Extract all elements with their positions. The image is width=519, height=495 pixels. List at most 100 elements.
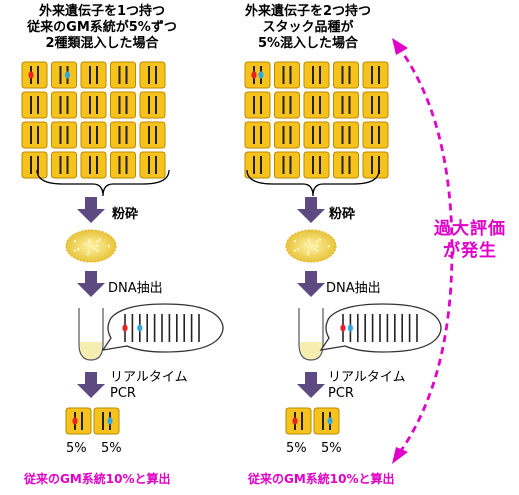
powder-grain [306, 252, 310, 256]
powder-grain [327, 244, 331, 248]
grouping-brace [246, 169, 380, 197]
left-dna-extraction-label: DNA抽出 [108, 281, 163, 296]
kernel-body [139, 121, 166, 149]
kernel-body [51, 61, 77, 89]
powder-grain [307, 250, 310, 254]
kernel-body [93, 407, 120, 435]
corn-kernel [51, 121, 77, 149]
corn-kernel [303, 151, 330, 179]
corn-kernel [80, 91, 107, 119]
dna-speech-bubble [319, 303, 442, 353]
corn-kernel [139, 151, 166, 179]
kernel-body [333, 151, 359, 179]
kernel-body [51, 91, 77, 119]
kernel-body [333, 121, 359, 149]
corn-kernel [244, 91, 271, 119]
kernel-body [139, 151, 166, 179]
corn-kernel [333, 121, 359, 149]
dna-speech-bubble [101, 303, 224, 353]
corn-kernel [51, 151, 77, 179]
kernel-body [303, 121, 330, 149]
corn-kernel [51, 91, 77, 119]
blue-gene-marker [64, 71, 71, 79]
powder-grain [297, 248, 300, 251]
kernel-body [333, 61, 359, 89]
flow-graphics [36, 38, 454, 464]
corn-kernel [110, 151, 136, 179]
grouping-brace [36, 169, 170, 197]
kernel-body [244, 121, 271, 149]
kernel-body [244, 61, 271, 89]
red-gene-marker [340, 324, 346, 332]
right-pct-b: 5% [321, 441, 342, 456]
kernel-body [244, 91, 271, 119]
powder-grain [86, 252, 90, 256]
powder-grain [293, 239, 297, 243]
corn-kernel [244, 121, 271, 149]
right-dna-extraction-label: DNA抽出 [326, 281, 381, 296]
corn-kernel [21, 91, 48, 119]
right-grind-label: 粉砕 [329, 207, 356, 222]
corn-kernel [362, 121, 389, 149]
left-title-line-1: 外来遺伝子を1つ持つ [38, 4, 166, 19]
corn-kernel [139, 61, 166, 89]
process-down-arrow [297, 372, 325, 398]
corn-kernel [333, 151, 359, 179]
left-grind-label: 粉砕 [112, 207, 139, 222]
powder-grain [87, 250, 90, 254]
corn-kernel [51, 61, 77, 89]
left-pct-b: 5% [101, 441, 122, 456]
blue-gene-marker [347, 324, 353, 332]
red-gene-marker [122, 324, 128, 332]
powder-grain [313, 247, 316, 251]
right-result-text: 従来のGM系統10%と算出 [248, 472, 395, 486]
powder-grain [318, 238, 322, 241]
powder-grain [316, 240, 319, 243]
tube-liquid [80, 342, 102, 359]
red-gene-marker [251, 71, 257, 79]
right-kernel-grid [244, 61, 389, 179]
kernel-body [139, 91, 166, 119]
corn-kernel [139, 121, 166, 149]
kernel-body [303, 61, 330, 89]
kernel-body [303, 91, 330, 119]
corn-kernel [362, 91, 389, 119]
kernel-body [274, 91, 300, 119]
kernel-body [80, 151, 107, 179]
corn-kernel [244, 61, 271, 89]
blue-gene-marker [137, 324, 143, 332]
process-down-arrow [297, 197, 325, 223]
corn-kernel [21, 61, 48, 89]
kernel-body [21, 91, 48, 119]
overestimate-line-2: が発生 [443, 241, 497, 261]
corn-kernel [333, 91, 359, 119]
right-title-line-3: 5%混入した場合 [257, 36, 359, 51]
kernel-body [333, 91, 359, 119]
corn-kernel [362, 151, 389, 179]
right-pct-a: 5% [286, 441, 307, 456]
corn-kernel [80, 121, 107, 149]
arrowhead-top [392, 38, 408, 55]
kernel-body [21, 121, 48, 149]
powder-grain [93, 247, 96, 251]
corn-kernel [303, 61, 330, 89]
kernel-body [362, 61, 389, 89]
overestimate-line-1: 過大評価 [434, 219, 506, 239]
right-pcr-line-2: PCR [328, 386, 354, 401]
powder-grain [73, 249, 76, 252]
right-panel-title: 外来遺伝子を2つ持つ スタック品種が 5%混入した場合 [218, 4, 398, 52]
powder-grain [88, 241, 92, 244]
powder-grain [107, 244, 111, 248]
process-down-arrow [297, 271, 325, 297]
red-gene-marker [292, 417, 298, 425]
corn-kernel [333, 61, 359, 89]
process-down-arrow [77, 197, 105, 223]
powder-grain [293, 249, 296, 252]
kernel-body [51, 121, 77, 149]
kernel-body [362, 121, 389, 149]
kernel-body [65, 407, 92, 435]
kernel-body [21, 61, 48, 89]
corn-kernel [21, 151, 48, 179]
kernel-body [21, 151, 48, 179]
